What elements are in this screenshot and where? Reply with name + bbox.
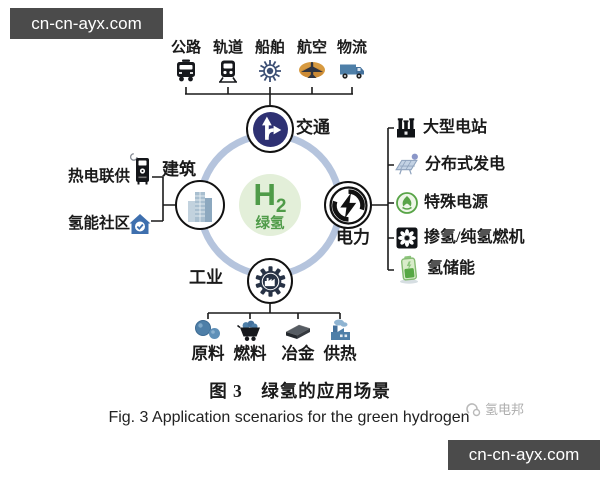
chp-label: 热电联供 xyxy=(67,168,130,185)
ship-wheel-icon xyxy=(259,60,281,82)
ingot-icon xyxy=(285,324,311,339)
h2-formula: H2 xyxy=(253,176,287,217)
coal-cart-icon xyxy=(237,320,260,341)
watermark-text: cn-cn-ayx.com xyxy=(468,445,580,464)
industry-item-materials: 原料 xyxy=(181,317,235,363)
eco-power-icon xyxy=(396,192,418,214)
transport-item-road: 公路 xyxy=(163,41,209,84)
watermark-bottom-right: cn-cn-ayx.com xyxy=(448,440,600,470)
gear-icon xyxy=(255,265,285,297)
transport-item-ship: 船舶 xyxy=(247,41,293,84)
truck-icon xyxy=(340,64,364,79)
hub-transport-node xyxy=(246,105,294,153)
heating-label: 供热 xyxy=(323,344,357,363)
fuel-label: 燃料 xyxy=(233,344,267,363)
transport-item-aviation: 航空 xyxy=(289,41,335,82)
heater-icon xyxy=(129,153,149,185)
brand-logo-icon xyxy=(466,402,481,416)
bracket-lines xyxy=(151,87,394,319)
aviation-label: 航空 xyxy=(296,40,327,56)
hub-building-node xyxy=(175,180,225,230)
power-item-special: 特殊电源 xyxy=(395,191,488,215)
transport-item-logistics: 物流 xyxy=(329,41,375,81)
hub-power-node xyxy=(324,181,372,229)
power-item-large-plant: 大型电站 xyxy=(394,116,487,140)
battery-icon xyxy=(400,255,418,284)
power-emblem-icon xyxy=(328,185,368,225)
materials-label: 原料 xyxy=(191,344,225,363)
power-item-turbine: 掺氢/纯氢燃机 xyxy=(395,226,524,250)
turbine-label: 掺氢/纯氢燃机 xyxy=(424,229,525,246)
buildings-icon xyxy=(188,192,212,222)
heat-factory-icon xyxy=(331,319,350,340)
industry-item-fuel: 燃料 xyxy=(223,317,277,363)
turbine-fan-icon xyxy=(396,227,418,249)
train-icon xyxy=(219,60,237,83)
transport-item-rail: 轨道 xyxy=(205,41,251,84)
house-check-icon xyxy=(129,214,151,234)
ship-label: 船舶 xyxy=(254,40,285,56)
hub-industry-label: 工业 xyxy=(189,268,223,287)
metallurgy-label: 冶金 xyxy=(281,344,315,363)
hub-transport-label: 交通 xyxy=(296,118,330,137)
hub-industry-node xyxy=(247,258,293,304)
hub-power-label: 电力 xyxy=(336,228,370,247)
rail-label: 轨道 xyxy=(212,40,243,56)
solar-panel-icon xyxy=(395,153,418,175)
road-label: 公路 xyxy=(170,40,201,56)
power-item-distributed: 分布式发电 xyxy=(393,152,505,177)
caption-chinese: 图 3 绿氢的应用场景 xyxy=(209,381,391,401)
watermark-top-left: cn-cn-ayx.com xyxy=(10,8,163,39)
distributed-gen-label: 分布式发电 xyxy=(425,155,506,173)
logistics-label: 物流 xyxy=(336,40,367,56)
industry-item-heating: 供热 xyxy=(313,317,367,363)
special-power-label: 特殊电源 xyxy=(424,194,489,211)
green-hydrogen-label: 绿氢 xyxy=(255,215,285,232)
caption-english: Fig. 3 Application scenarios for the gre… xyxy=(108,409,470,426)
brand-watermark: 氢电邦 xyxy=(464,399,524,418)
brand-logo-text: 氢电邦 xyxy=(485,402,525,417)
industry-item-metallurgy: 冶金 xyxy=(271,317,325,363)
power-item-storage: 氢储能 xyxy=(396,254,475,284)
plane-icon xyxy=(299,62,325,78)
community-label: 氢能社区 xyxy=(67,215,130,232)
power-plant-icon xyxy=(397,118,415,138)
watermark-text: cn-cn-ayx.com xyxy=(31,13,142,33)
traffic-sign-icon xyxy=(252,111,288,147)
spheres-icon xyxy=(195,320,220,339)
large-plant-label: 大型电站 xyxy=(423,119,488,136)
hub-building-label: 建筑 xyxy=(162,160,196,179)
h2-storage-label: 氢储能 xyxy=(427,260,476,277)
center-hydrogen-node: H2 绿氢 xyxy=(239,174,301,236)
bus-icon xyxy=(177,59,195,82)
